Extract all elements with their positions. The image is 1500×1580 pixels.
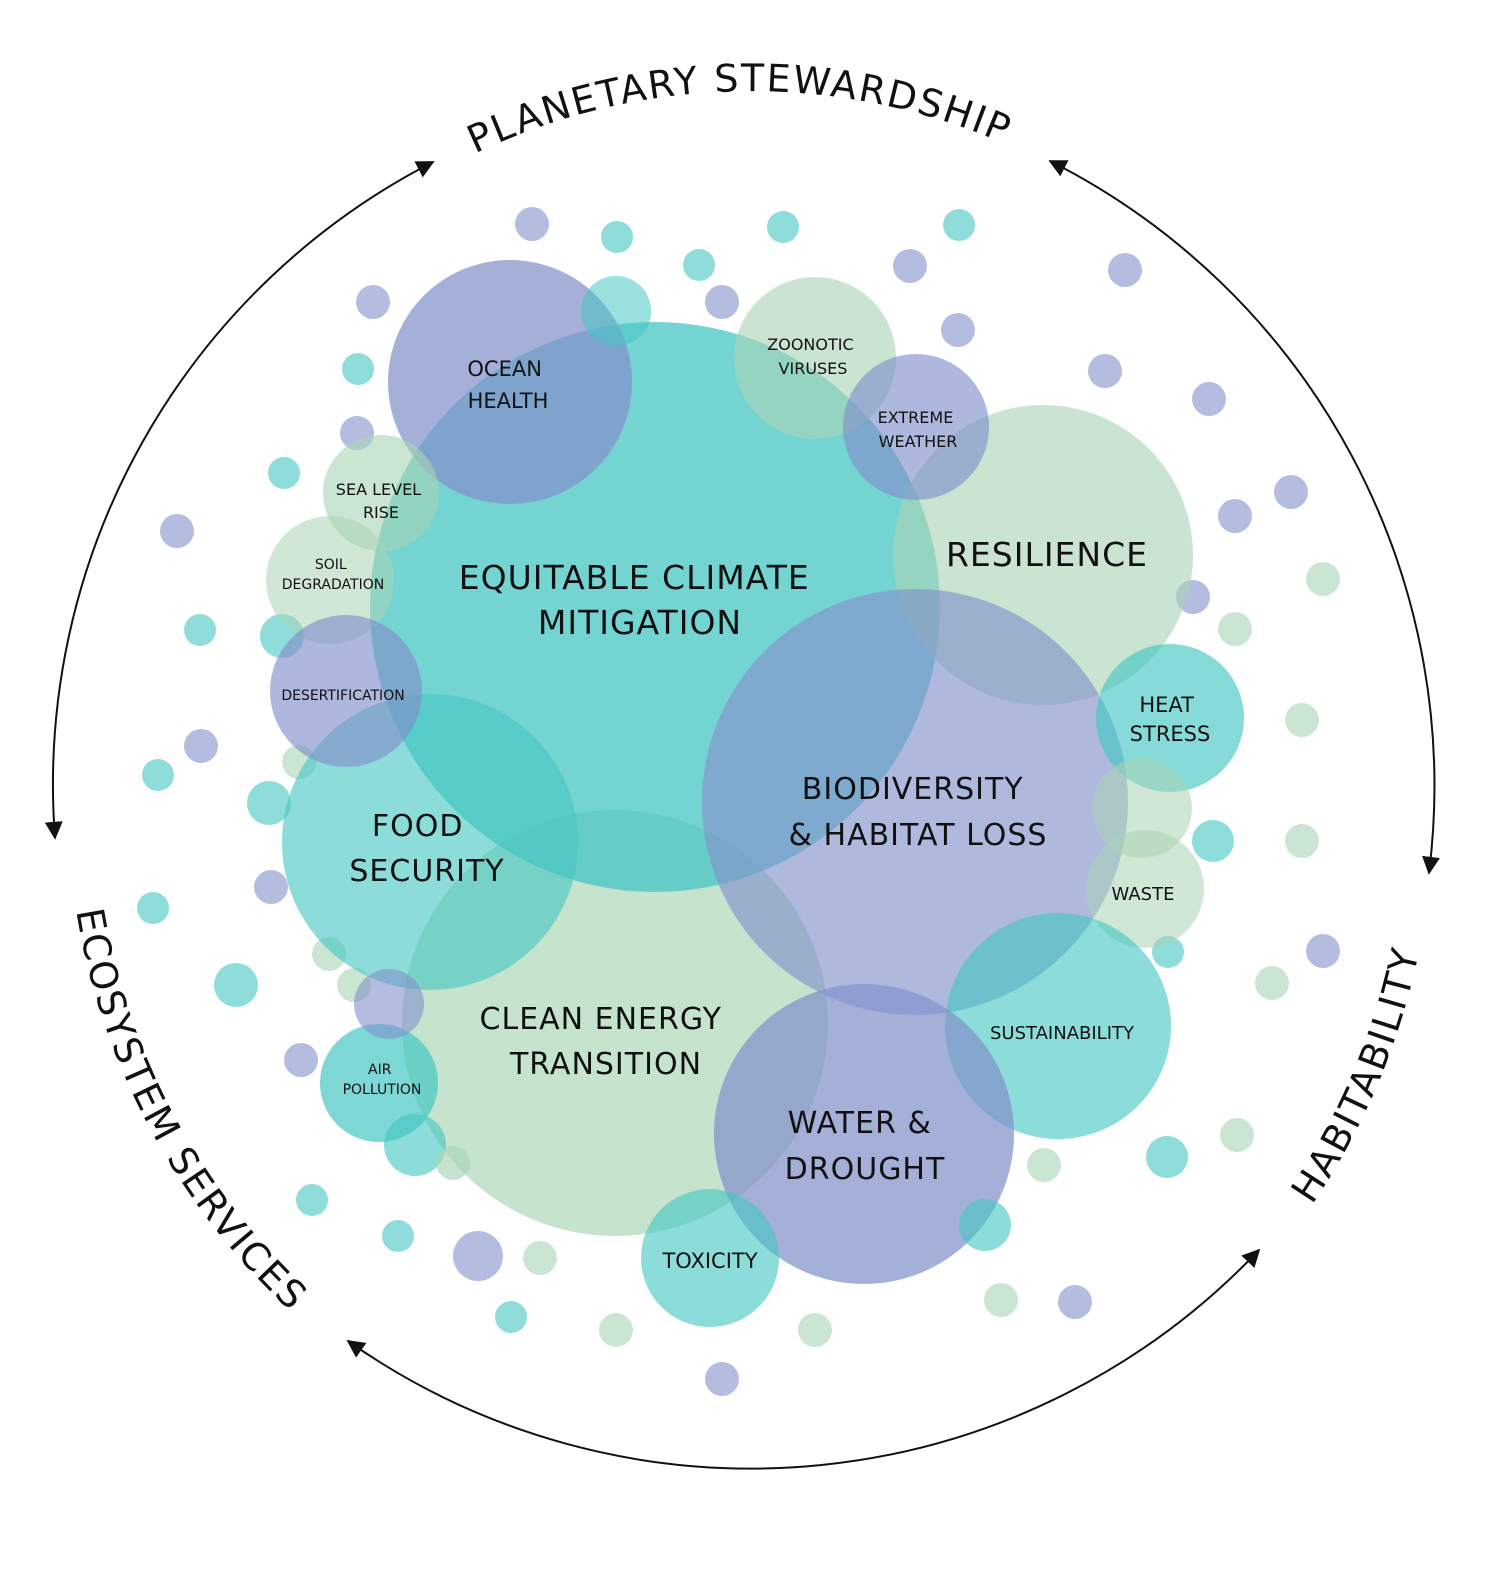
bubble-air-small-top	[354, 969, 424, 1039]
arrow-top-left	[44, 161, 435, 840]
dot-5	[767, 211, 799, 243]
dot-52	[356, 285, 390, 319]
dot-24	[1146, 1136, 1188, 1178]
arrow-top-right	[1048, 160, 1440, 875]
bubble-heat-stress	[1096, 644, 1244, 792]
label-air-pollution: AIR POLLUTION	[343, 1062, 422, 1098]
bubble-water-small	[959, 1199, 1011, 1251]
bubble-ocean-small	[581, 276, 651, 346]
topic-labels: EQUITABLE CLIMATE MITIGATION OCEAN HEALT…	[281, 335, 1210, 1273]
dot-28	[798, 1313, 832, 1347]
label-food-security: FOOD SECURITY	[349, 809, 504, 889]
cycle-arrows	[44, 160, 1440, 1470]
dot-23	[1220, 1118, 1254, 1152]
topic-bubbles	[266, 260, 1244, 1327]
label-extreme-weather: EXTREME WEATHER	[878, 408, 959, 451]
bubble-ocean-health	[388, 260, 632, 504]
dot-40	[254, 870, 288, 904]
dot-35	[296, 1184, 328, 1216]
bubble-water-drought	[714, 984, 1014, 1284]
dot-29	[705, 1362, 739, 1396]
bubble-energy-small	[436, 1146, 470, 1180]
dot-10	[1088, 354, 1122, 388]
dot-47	[184, 614, 216, 646]
bubble-soil	[266, 516, 394, 644]
bubble-desertification	[270, 615, 422, 767]
dot-36	[284, 1043, 318, 1077]
dot-32	[453, 1231, 503, 1281]
dot-14	[1306, 562, 1340, 596]
label-water-drought: WATER & DROUGHT	[785, 1106, 946, 1187]
label-sustainability: SUSTAINABILITY	[990, 1023, 1135, 1044]
dot-7	[943, 209, 975, 241]
dot-13	[1274, 475, 1308, 509]
dot-9	[1108, 253, 1142, 287]
label-heat-stress: HEAT STRESS	[1130, 693, 1211, 746]
dot-31	[495, 1301, 527, 1333]
bubble-food-security	[282, 694, 578, 990]
label-toxicity: TOXICITY	[661, 1249, 757, 1273]
bubble-biodiversity	[702, 589, 1128, 1015]
dot-2	[601, 221, 633, 253]
dot-30	[599, 1313, 633, 1347]
label-planetary-stewardship: PLANETARY STEWARDSHIP	[460, 56, 1018, 162]
label-habitability: HABITABILITY	[1283, 943, 1428, 1210]
dot-12	[1218, 499, 1252, 533]
dot-33	[523, 1241, 557, 1275]
dot-37	[214, 963, 258, 1007]
dot-34	[382, 1220, 414, 1252]
label-resilience: RESILIENCE	[946, 535, 1148, 574]
dot-41	[137, 892, 169, 924]
dot-21	[1306, 934, 1340, 968]
dot-17	[1285, 703, 1319, 737]
dot-42	[247, 781, 291, 825]
label-ecosystem-services: ECOSYSTEM SERVICES	[67, 905, 316, 1320]
dot-51	[342, 353, 374, 385]
label-soil-degradation: SOIL DEGRADATION	[282, 557, 384, 593]
dot-8	[941, 313, 975, 347]
label-biodiversity: BIODIVERSITY & HABITAT LOSS	[789, 772, 1048, 853]
dot-6	[893, 249, 927, 283]
label-ocean-health: OCEAN HEALTH	[467, 357, 548, 413]
label-waste: WASTE	[1112, 884, 1175, 905]
arrow-bottom	[346, 1248, 1261, 1470]
label-desertification: DESERTIFICATION	[281, 688, 404, 704]
dot-11	[1192, 382, 1226, 416]
dot-49	[268, 457, 300, 489]
dot-48	[160, 514, 194, 548]
dot-26	[984, 1283, 1018, 1317]
dot-16	[1218, 612, 1252, 646]
dot-4	[705, 285, 739, 319]
bubble-air-pollution	[320, 1024, 438, 1142]
dot-45	[142, 759, 174, 791]
dot-44	[184, 729, 218, 763]
label-zoonotic-viruses: ZOONOTIC VIRUSES	[767, 335, 858, 378]
bubble-waste	[1086, 830, 1204, 948]
dot-19	[1285, 824, 1319, 858]
label-climate: EQUITABLE CLIMATE MITIGATION	[459, 558, 821, 642]
dot-27	[1058, 1285, 1092, 1319]
bubble-heat-small	[1092, 758, 1192, 858]
label-clean-energy: CLEAN ENERGY TRANSITION	[480, 1002, 733, 1082]
bubble-air-small-bot	[384, 1114, 446, 1176]
dot-18	[1192, 820, 1234, 862]
dot-25	[1027, 1148, 1061, 1182]
dot-22	[1255, 966, 1289, 1000]
dot-1	[515, 207, 549, 241]
dot-3	[683, 249, 715, 281]
label-sea-level-rise: SEA LEVEL RISE	[336, 480, 426, 522]
bubble-toxicity	[641, 1189, 779, 1327]
bubble-extreme-weather	[843, 354, 989, 500]
